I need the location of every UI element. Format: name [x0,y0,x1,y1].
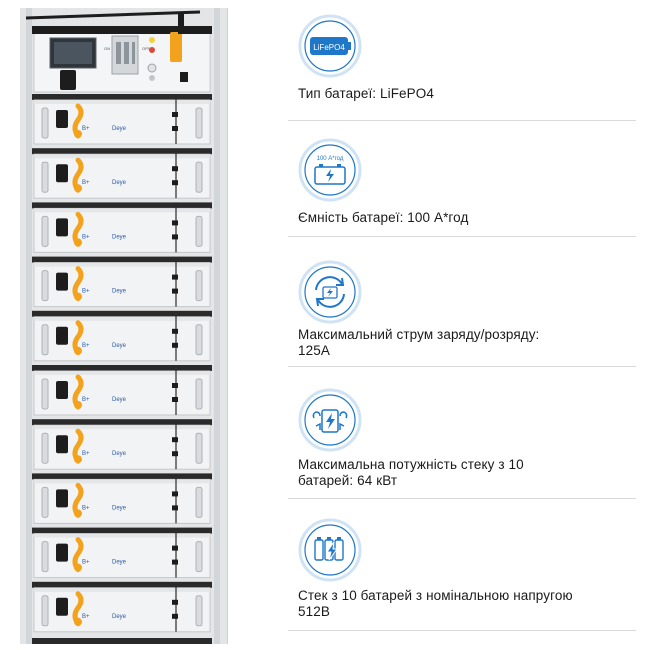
module-terminal-label: B+ [82,505,90,511]
module-terminal-label: B+ [82,234,90,240]
battery-module: B+ Deye [32,256,212,308]
switch-off-label: OFF [142,46,151,51]
battery-module: B+ Deye [32,473,212,524]
stack-voltage-label: Стек з 10 батарей з номінальною напругою… [298,588,573,619]
battery-module: B+ Deye [32,148,212,199]
rack-control-unit: ON OFF [25,10,212,93]
module-terminal-label: B+ [82,180,90,186]
battery-module: B+ Deye [32,365,212,416]
module-brand-label: Deye [112,397,127,403]
module-terminal-label: B+ [82,289,90,295]
module-brand-label: Deye [112,180,127,186]
power-stack-icon [298,388,362,452]
module-brand-label: Deye [112,614,127,620]
capacity-icon-text: 100 А*год [317,156,344,162]
rack-drawing: ON OFF B+DeyeB+DeyeB+DeyeB+DeyeB+DeyeB+D… [20,8,226,644]
battery-module: B+ Deye [32,527,212,579]
battery-module: B+ Deye [32,581,212,633]
feature-list: LiFePO4 Тип батареї: LiFePO4 100 А*год Є… [288,0,638,650]
battery-module: B+ Deye [32,419,212,470]
feature-divider [288,366,636,367]
charge-current-label: Максимальний струм заряду/розряду: 125А [298,327,540,358]
battery-module: B+ Deye [32,94,212,145]
battery-capacity-icon: 100 А*год [298,138,362,202]
feature-divider [288,498,636,499]
feature-divider [288,630,636,631]
module-terminal-label: B+ [82,451,90,457]
module-brand-label: Deye [112,343,127,349]
rack-base [32,638,212,644]
lifepo4-battery-icon: LiFePO4 [298,14,362,78]
module-terminal-label: B+ [82,397,90,403]
module-terminal-label: B+ [82,343,90,349]
module-brand-label: Deye [112,126,127,132]
module-terminal-label: B+ [82,126,90,132]
module-brand-label: Deye [112,505,127,511]
charge-cycle-icon [298,260,362,324]
module-terminal-label: B+ [82,560,90,566]
battery-module: B+ Deye [32,202,212,253]
module-brand-label: Deye [112,289,127,295]
lifepo4-icon-text: LiFePO4 [313,43,345,52]
module-brand-label: Deye [112,451,127,457]
battery-stack-voltage-icon [298,518,362,582]
module-terminal-label: B+ [82,614,90,620]
stack-power-label: Максимальна потужність стеку з 10 батаре… [298,457,524,488]
feature-divider [288,236,636,237]
switch-on-label: ON [104,46,110,51]
battery-module: B+ Deye [32,310,212,362]
feature-divider [288,120,636,121]
module-brand-label: Deye [112,234,127,240]
battery-type-label: Тип батареї: LiFePO4 [298,86,434,101]
module-brand-label: Deye [112,560,127,566]
capacity-label: Ємність батареї: 100 А*год [298,210,469,225]
